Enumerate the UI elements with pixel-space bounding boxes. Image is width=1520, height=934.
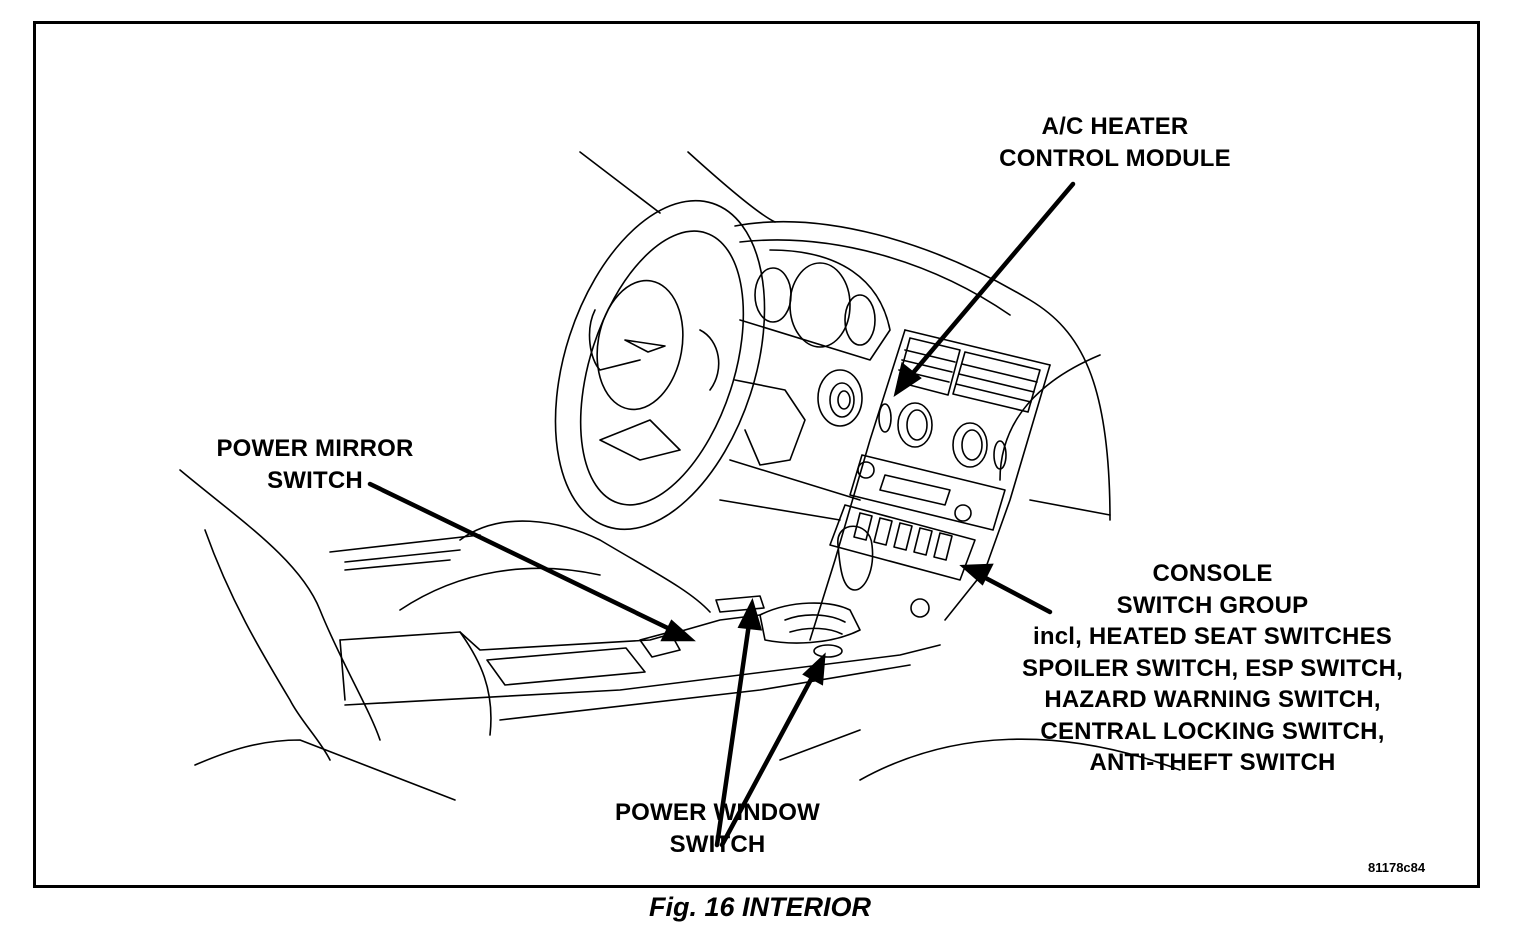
arrow-ac-heater [904,181,1076,383]
figure-id: 81178c84 [1368,860,1426,875]
callout-power-window-switch: POWER WINDOW SWITCH [580,797,855,860]
climate-knob-left-inner [906,409,928,441]
gauge-3 [844,294,876,346]
figure-caption: Fig. 16 INTERIOR [648,892,872,922]
console-switch-row [829,504,976,581]
callout-line: incl, HEATED SEAT SWITCHES [1032,623,1392,650]
steering-wheel-outer [554,199,766,531]
arrow-power-mirror [367,481,681,636]
wheel-spoke-bottom [599,419,681,461]
callout-line: CONTROL MODULE [999,144,1231,172]
a-pillar-right [687,151,776,223]
a-pillar-left [579,151,661,214]
callout-line: SWITCH [267,466,363,494]
callout-line: HAZARD WARNING SWITCH, [1044,686,1381,713]
radio-frame [849,454,1006,531]
steering-hub [596,279,684,411]
center-stack-right [944,364,1051,621]
climate-knob-right-inner [961,429,983,461]
door-line [999,354,1111,516]
shift-knob [837,525,874,591]
climate-button-left [878,403,892,433]
steering-wheel-inner [579,230,745,506]
shift-gate [784,614,846,635]
figure-frame [33,21,1480,888]
seat-left-edge [194,739,456,801]
callout-ac-heater-control-module: A/C HEATER CONTROL MODULE [960,111,1270,174]
console-storage-lid [486,647,646,686]
seat-centre-2 [399,567,601,611]
climate-knob-right [952,422,988,468]
console-knob [910,598,930,618]
steering-column [734,379,806,466]
arrow-power-window-rear [714,614,753,848]
dash-top [734,220,1111,521]
callout-line: POWER MIRROR [216,435,414,462]
callout-line: ANTI-THEFT SWITCH [1089,749,1336,776]
wheel-spoke-left [588,309,641,371]
callout-line: CENTRAL LOCKING SWITCH, [1040,717,1385,745]
arrow-console-switch [975,571,1053,615]
dash-lower [719,459,861,521]
gauge-1 [754,267,792,323]
center-vents [897,337,1041,413]
shift-boot [759,602,861,644]
arrowhead-power-window-front [802,652,826,686]
seat-left-bolster [204,529,331,761]
climate-knob-left [897,402,933,448]
callout-line: SWITCH GROUP [1116,591,1309,619]
arrowhead-power-window-rear [737,597,763,631]
gauge-2 [789,262,851,348]
console-side [339,631,492,736]
seat-left-outer [179,469,381,741]
center-stack-top [904,329,1051,366]
callout-line: CONSOLE [1152,560,1273,587]
ignition-ring-outer [817,369,863,427]
console-top [339,614,761,651]
arrowhead-power-mirror [660,619,696,642]
callout-console-switch-group: CONSOLE SWITCH GROUP incl, HEATED SEAT S… [995,558,1430,779]
radio-knob-left [857,461,875,479]
arrowhead-ac-heater [893,362,922,398]
radio-knob-right [954,504,972,522]
window-switch-rear [715,595,765,613]
ignition-ring-inner [829,382,855,418]
wheel-spoke-right [699,329,720,391]
console-lower-edge-2 [499,664,911,721]
arrow-power-window-front [719,667,819,848]
arrowhead-console-switch [959,563,994,586]
seat-cushion-back [329,534,481,571]
seat-centre [459,520,711,613]
callout-line: A/C HEATER [1041,113,1189,140]
radio-slot [879,474,951,506]
callout-line: POWER WINDOW [614,799,821,826]
callout-power-mirror-switch: POWER MIRROR SWITCH [180,433,450,496]
ignition-core [837,390,851,410]
callout-line: SWITCH [669,830,766,858]
callout-line: SPOILER SWITCH, ESP SWITCH, [1022,654,1403,682]
cluster-hood [739,249,891,361]
center-stack-left [809,329,906,641]
hub-logo [624,339,666,353]
console-lower-edge [344,644,941,706]
mirror-switch-pocket [639,631,681,658]
seat-right [779,729,1181,781]
window-switch-front [813,644,843,658]
